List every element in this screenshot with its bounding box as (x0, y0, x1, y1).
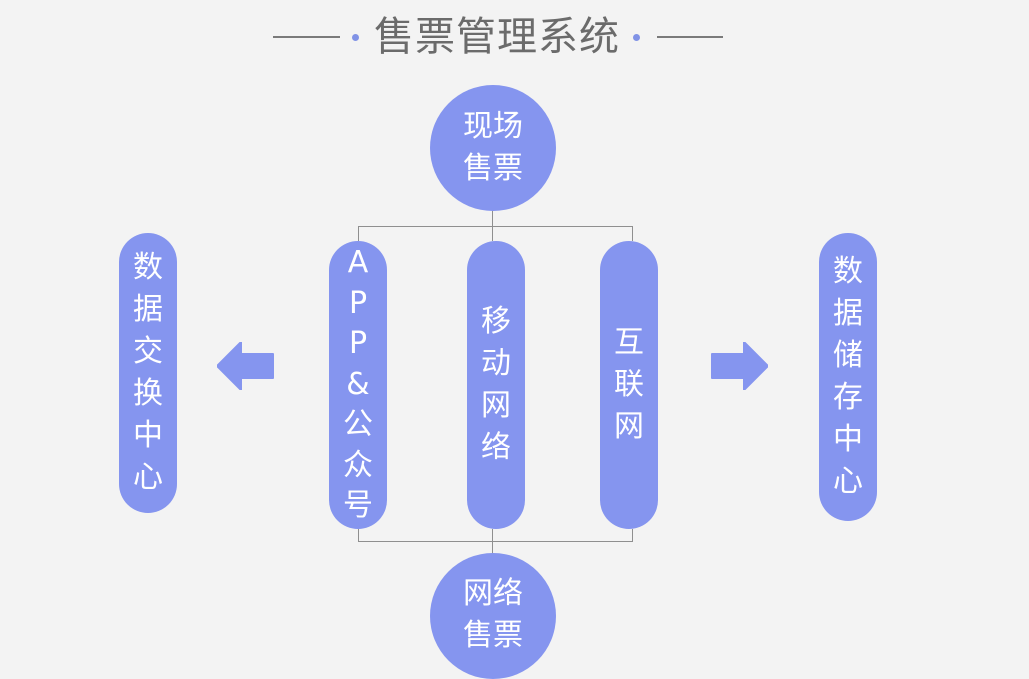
exchange-char: 交 (133, 334, 163, 369)
channel-app-char: 号 (343, 488, 373, 524)
node-onsite-line-1: 现场 (463, 109, 523, 144)
storage-char: 中 (833, 422, 863, 457)
storage-char: 储 (833, 338, 863, 373)
connector-top-stem (492, 211, 493, 226)
title-dot-right (633, 34, 640, 41)
exchange-char: 中 (133, 418, 163, 453)
storage-char: 心 (833, 464, 863, 499)
connector-top-drop-middle (492, 226, 493, 241)
node-online-line-1: 网络 (463, 576, 523, 611)
connector-bottom-rise-right (632, 529, 633, 542)
channel-app-char: P (348, 285, 368, 321)
channel-mobile-char: 动 (481, 346, 511, 381)
connector-bottom-rise-middle (492, 529, 493, 542)
channel-mobile-network: 移 动 网 络 (467, 241, 525, 529)
channel-app: A P P & 公 众 号 (329, 241, 387, 529)
node-data-storage-center: 数 据 储 存 中 心 (819, 233, 877, 521)
node-onsite-line-2: 售票 (463, 151, 523, 186)
connector-bottom-rise-left (358, 529, 359, 542)
connector-top-drop-left (358, 226, 359, 241)
node-onsite-ticketing: 现场 售票 (430, 85, 556, 211)
connector-top-bar (358, 226, 633, 227)
diagram-title: 售票管理系统 (0, 12, 1029, 68)
connector-bottom-bar (358, 541, 633, 542)
storage-char: 数 (833, 254, 863, 289)
channel-mobile-char: 络 (481, 430, 511, 465)
exchange-char: 心 (133, 460, 163, 495)
arrow-left-icon (217, 342, 274, 390)
title-dot-left (352, 34, 359, 41)
exchange-char: 数 (133, 250, 163, 285)
channel-app-char: 公 (343, 407, 373, 443)
channel-internet-char: 互 (614, 325, 644, 360)
node-online-ticketing: 网络 售票 (430, 553, 556, 679)
storage-char: 存 (833, 380, 863, 415)
connector-bottom-stem (492, 541, 493, 554)
arrow-right-icon (711, 342, 768, 390)
channel-internet: 互 联 网 (600, 241, 658, 529)
channel-mobile-char: 移 (481, 304, 511, 339)
channel-internet-char: 网 (614, 409, 644, 444)
connector-top-drop-right (632, 226, 633, 241)
exchange-char: 换 (133, 376, 163, 411)
channel-mobile-char: 网 (481, 388, 511, 423)
title-line-right (657, 36, 723, 38)
channel-app-char: P (348, 326, 368, 362)
channel-internet-char: 联 (614, 367, 644, 402)
storage-char: 据 (833, 296, 863, 331)
exchange-char: 据 (133, 292, 163, 327)
channel-app-char: 众 (343, 447, 373, 483)
node-data-exchange-center: 数 据 交 换 中 心 (119, 233, 177, 513)
node-online-line-2: 售票 (463, 618, 523, 653)
title-text: 售票管理系统 (374, 14, 620, 60)
channel-app-char: A (347, 245, 369, 281)
channel-app-char: & (346, 366, 370, 402)
title-line-left (273, 36, 340, 38)
